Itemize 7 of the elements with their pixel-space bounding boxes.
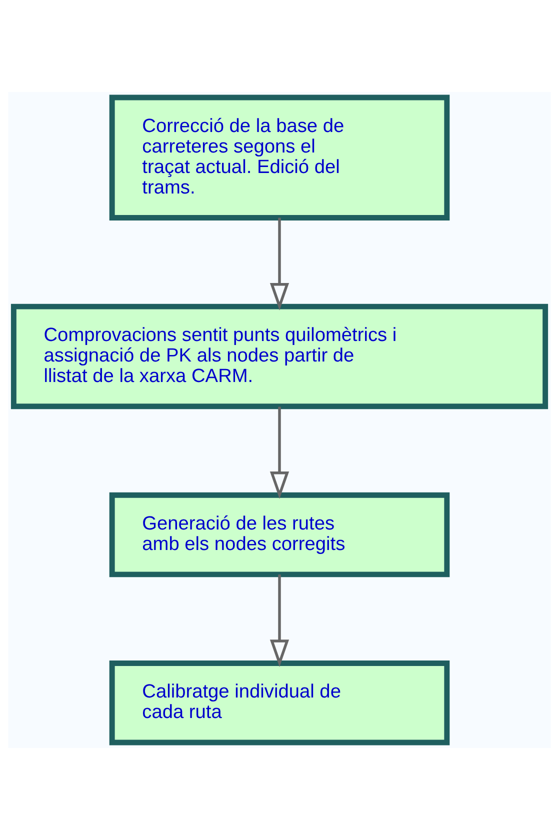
node-box: Comprovacions sentit punts quilomètrics i assignació de PK als nodes partir de llistat de la xarxa CARM. <box>10 304 548 410</box>
node-box: Calibratge individual de cada ruta <box>109 660 450 746</box>
arrow <box>270 218 290 310</box>
node-box: Generació de les rutes amb els nodes corregits <box>109 492 450 578</box>
arrow <box>270 574 290 667</box>
arrow <box>270 406 290 499</box>
node-box: Correcció de la base de carreteres segons el traçat actual. Edició del trams. <box>109 94 450 220</box>
